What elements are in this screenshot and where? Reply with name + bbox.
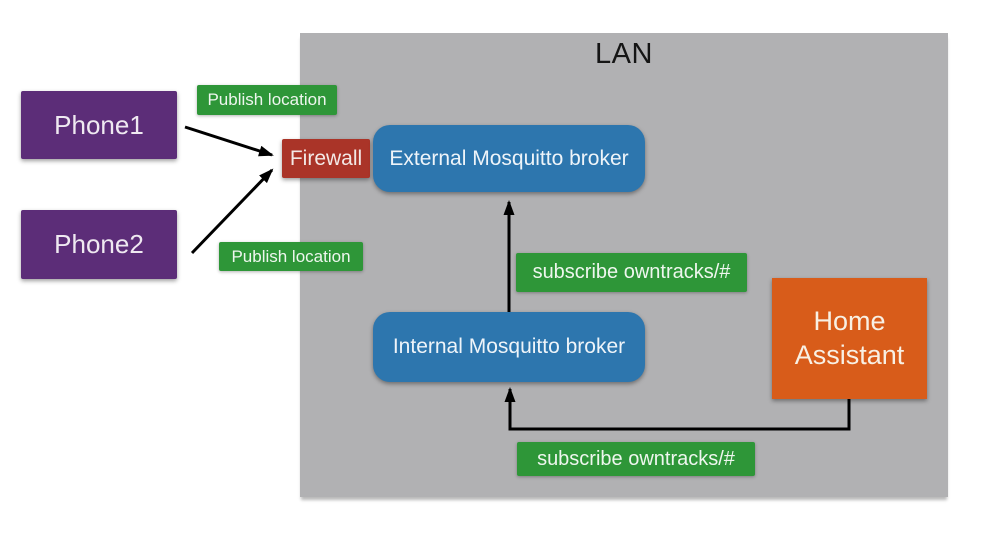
internal-broker-label: Internal Mosquitto broker (392, 335, 626, 358)
node-firewall: Firewall (282, 139, 370, 178)
node-external-mosquitto-broker: External Mosquitto broker (373, 125, 645, 192)
label-publish-location-bottom: Publish location (219, 242, 363, 271)
node-phone1: Phone1 (21, 91, 177, 159)
external-broker-label: External Mosquitto broker (389, 146, 629, 170)
home-assistant-label: Home Assistant (794, 305, 905, 370)
node-internal-mosquitto-broker: Internal Mosquitto broker (373, 312, 645, 382)
publish-location-bottom-text: Publish location (231, 246, 351, 266)
label-publish-location-top: Publish location (197, 85, 337, 115)
label-subscribe-owntracks-bottom: subscribe owntracks/# (517, 442, 755, 476)
lan-title: LAN (595, 38, 653, 70)
subscribe-owntracks-top-text: subscribe owntracks/# (532, 261, 731, 283)
arrow-phone2-to-firewall (190, 168, 274, 255)
phone1-label: Phone1 (54, 109, 144, 140)
subscribe-owntracks-bottom-text: subscribe owntracks/# (537, 447, 735, 470)
phone2-label: Phone2 (54, 229, 144, 259)
arrow-phone1-to-firewall (184, 125, 274, 157)
firewall-label: Firewall (289, 146, 363, 170)
publish-location-top-text: Publish location (207, 90, 327, 109)
label-subscribe-owntracks-top: subscribe owntracks/# (516, 253, 747, 292)
node-phone2: Phone2 (21, 210, 177, 279)
node-home-assistant: Home Assistant (772, 278, 927, 399)
